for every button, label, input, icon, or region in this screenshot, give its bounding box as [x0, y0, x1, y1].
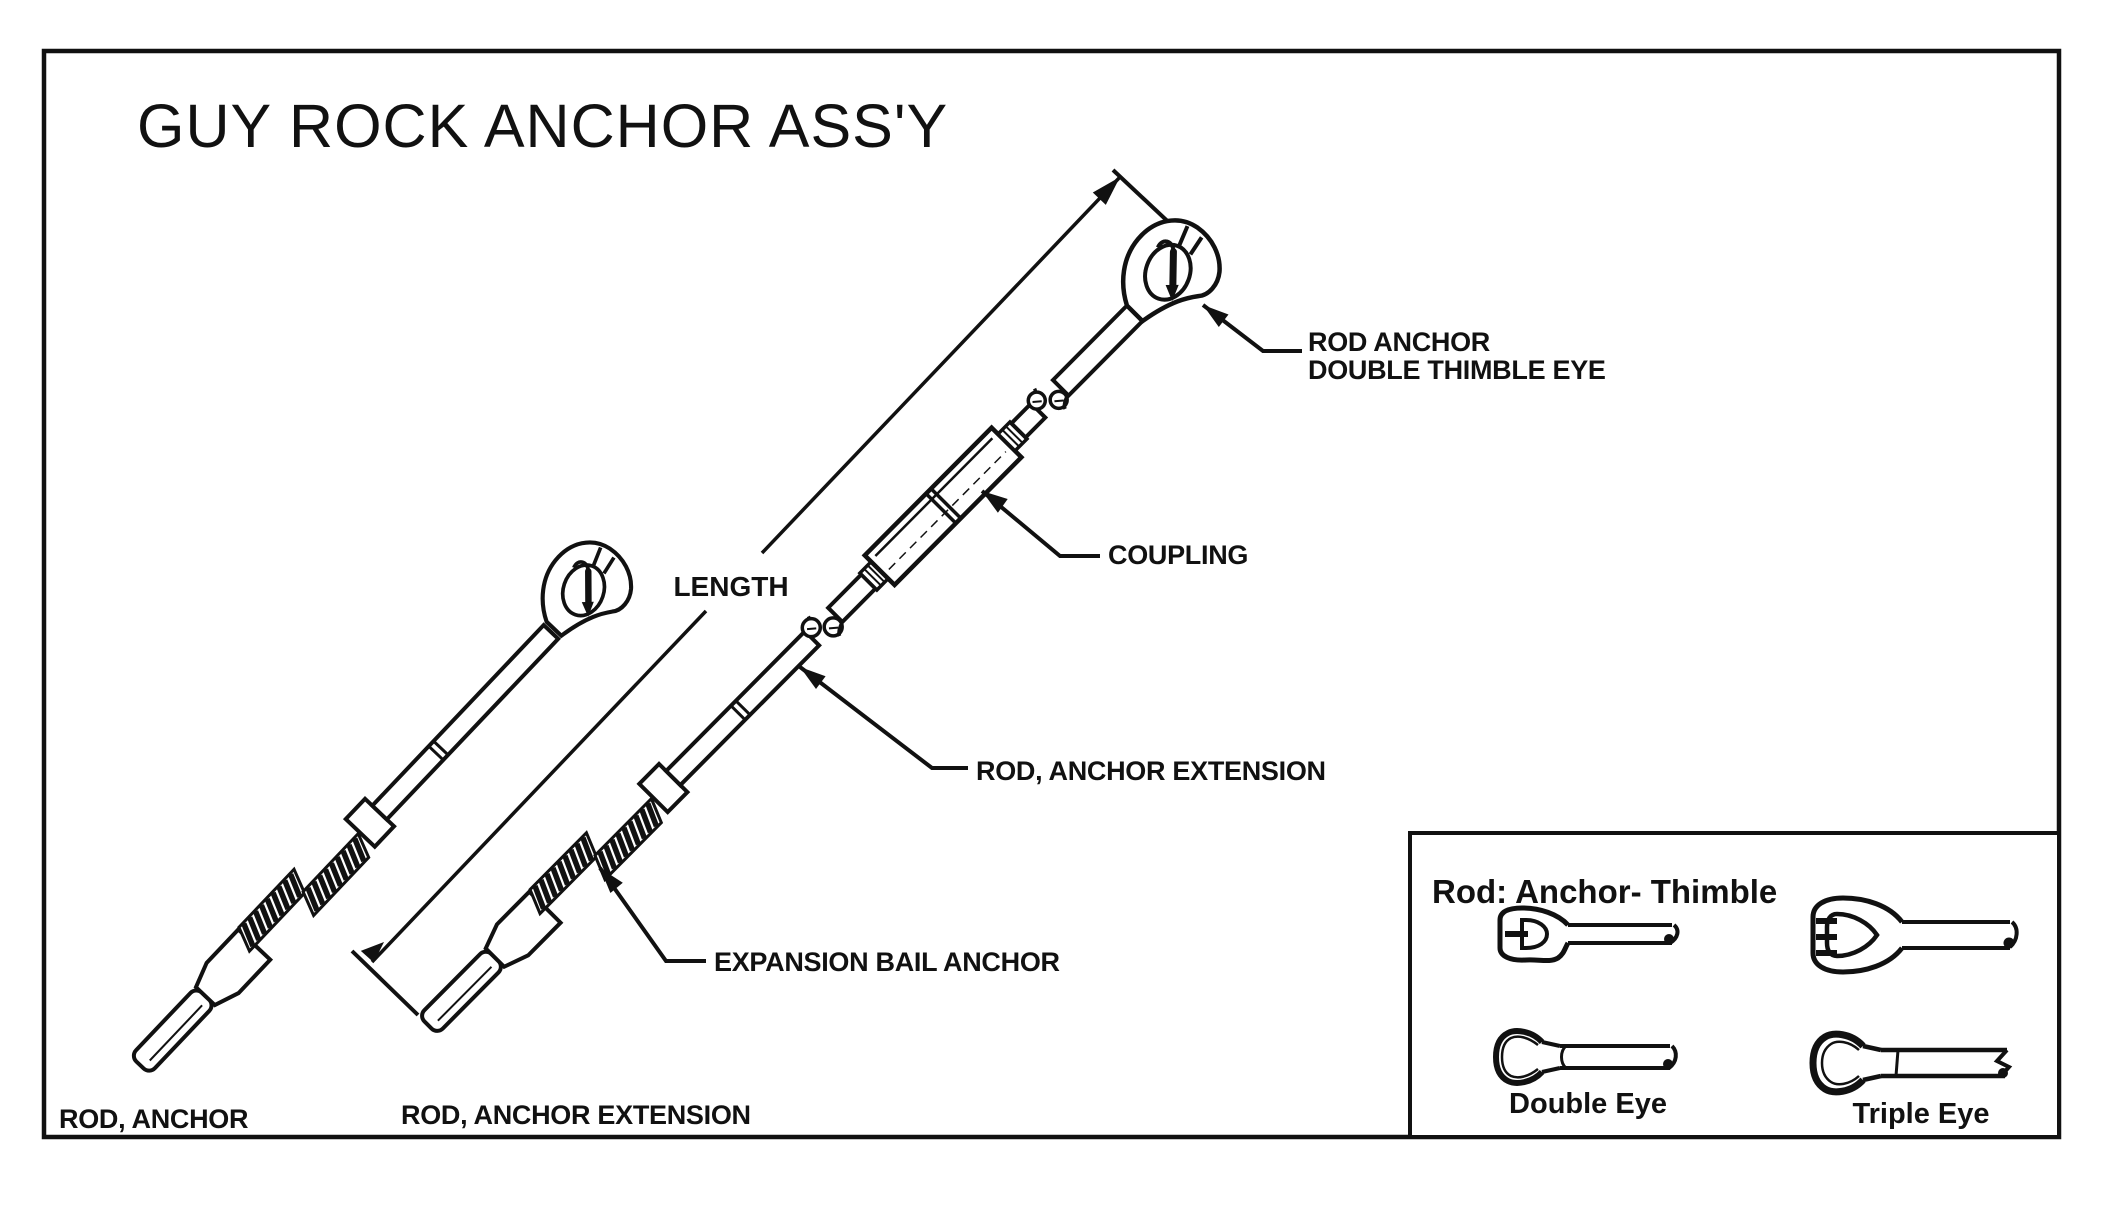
callout-expansion-bail-anchor: EXPANSION BAIL ANCHOR — [598, 866, 1060, 977]
length-dimension: LENGTH — [350, 168, 1180, 1017]
rod-anchor-assembly — [131, 540, 634, 1073]
leader-arrow-icon — [1203, 305, 1229, 327]
double-eye-caption: Double Eye — [1509, 1088, 1667, 1120]
double-eye-figure — [1492, 1028, 1678, 1086]
eye-bell — [1492, 1028, 1545, 1086]
dimension-tick-bottom — [350, 949, 420, 1017]
callout-coupling: COUPLING — [980, 489, 1248, 570]
triple-eye-figure — [1809, 1030, 2013, 1096]
callout-rod-anchor-double-thimble-eye: ROD ANCHOR DOUBLE THIMBLE EYE — [1201, 303, 1606, 385]
dimension-arrow-bottom — [360, 942, 384, 963]
eye-bell — [1809, 1030, 1866, 1096]
callout-rod-anchor-extension: ROD, ANCHOR EXTENSION — [798, 665, 1326, 786]
leader-arrow-icon — [982, 491, 1008, 513]
leader-arrow-icon — [800, 667, 826, 689]
inset-box: Rod: Anchor- Thimble — [1408, 831, 2061, 1139]
triple-thimble-eye-figure — [1810, 895, 2019, 975]
rod-anchor-caption: ROD, ANCHOR — [59, 1104, 248, 1134]
anchor-rod-shaft — [369, 622, 562, 823]
anchor-thimble-eye — [540, 540, 634, 639]
dimension-arrow-top — [1092, 177, 1120, 205]
threaded-joint-lower — [800, 615, 844, 639]
thimble-arrow-icon — [585, 568, 592, 607]
coupling-label: COUPLING — [1108, 540, 1248, 570]
extension-rod-tip — [420, 949, 503, 1033]
inset-title: Rod: Anchor- Thimble — [1432, 873, 1777, 910]
expansion-bail-ribs — [237, 830, 371, 954]
double-thimble-eye-figure — [1497, 905, 1680, 964]
leader-arrow-icon — [600, 868, 623, 893]
rod-anchor-label-line1: ROD ANCHOR — [1308, 327, 1490, 357]
drawing-frame — [41, 48, 2062, 1140]
rod-anchor-extension-callout-label: ROD, ANCHOR EXTENSION — [976, 756, 1326, 786]
triple-eye-caption: Triple Eye — [1852, 1098, 1989, 1130]
length-label: LENGTH — [673, 571, 788, 602]
thimble-arrow-icon — [1169, 248, 1177, 290]
rod-anchor-label-line2: DOUBLE THIMBLE EYE — [1308, 355, 1606, 385]
page-title: GUY ROCK ANCHOR ASS'Y — [137, 92, 948, 160]
expansion-bail-anchor-label: EXPANSION BAIL ANCHOR — [714, 947, 1060, 977]
rod-anchor-double-thimble-eye-part — [1120, 218, 1222, 324]
expansion-bail-anchor-part — [528, 795, 664, 917]
anchor-rod-tip — [131, 988, 214, 1073]
rod-anchor-extension-assembly — [420, 218, 1222, 1033]
rod-anchor-extension-caption: ROD, ANCHOR EXTENSION — [401, 1100, 751, 1130]
extension-upper-rod — [1050, 302, 1146, 399]
